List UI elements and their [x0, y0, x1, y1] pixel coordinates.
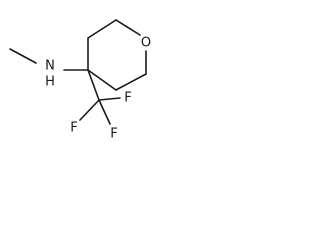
fluorine-atom-label-right: F — [124, 91, 131, 106]
bond-c3-c2 — [87, 19, 117, 39]
bond-c6-c5 — [115, 73, 147, 91]
bond-n-methyl — [9, 48, 37, 64]
bond-c5-c4 — [87, 69, 117, 91]
hydrogen-atom-label: H — [45, 75, 55, 90]
fluorine-atom-label-bottom: F — [110, 127, 117, 142]
bond-c2-o1 — [115, 19, 141, 36]
fluorine-atom-label-left: F — [70, 121, 77, 136]
bond-c-f2 — [98, 99, 111, 125]
structure-diagram: O N H F F F — [0, 0, 159, 147]
molecule-drawing: O N H F F F — [9, 19, 151, 142]
bond-c-f1 — [98, 97, 121, 101]
nitrogen-atom-label: N — [45, 59, 55, 74]
oxygen-atom-label: O — [141, 36, 151, 51]
bond-c-f3 — [79, 99, 100, 121]
bond-c4-cf3 — [87, 69, 100, 101]
